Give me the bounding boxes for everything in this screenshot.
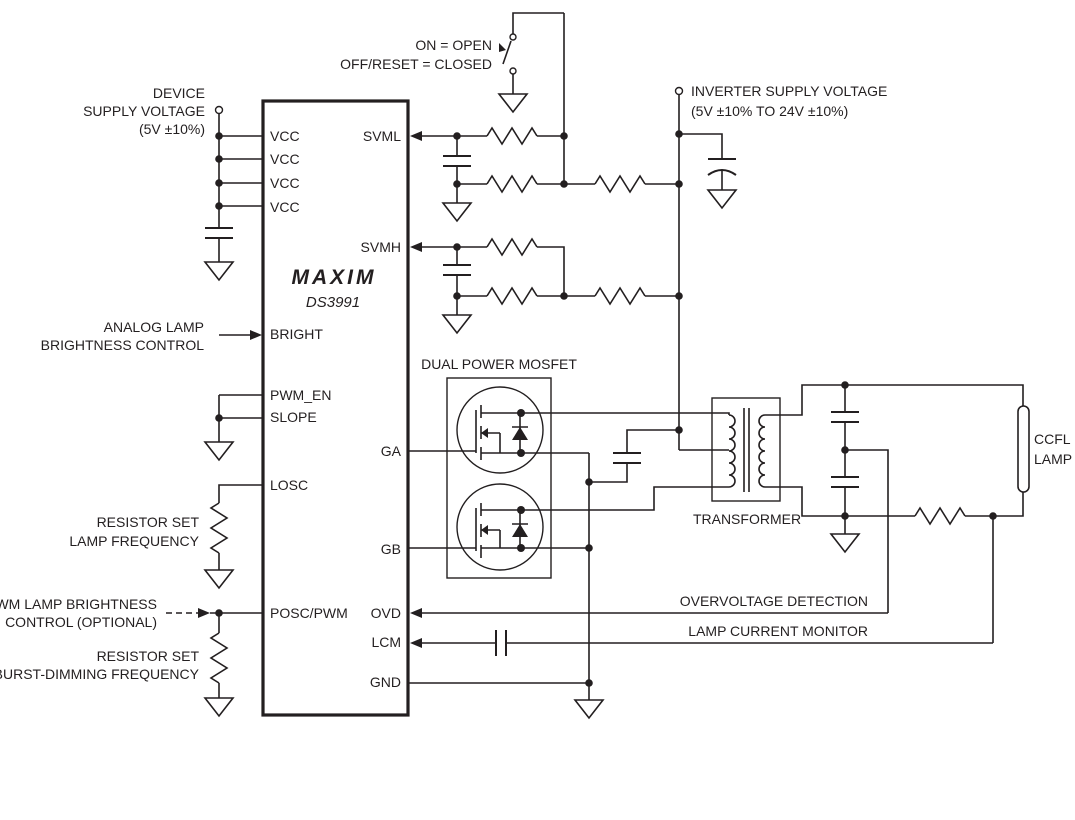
losc-network: RESISTOR SET LAMP FREQUENCY <box>69 484 263 589</box>
ground-icon <box>204 261 234 281</box>
pin-gb: GB <box>381 541 401 557</box>
arrow-icon <box>250 330 262 340</box>
pin-losc: LOSC <box>270 477 308 493</box>
ground-icon <box>204 569 234 589</box>
capacitor-icon <box>443 155 471 167</box>
ccfl-lamp-icon <box>1017 405 1030 493</box>
pwm-lamp-label-2: CONTROL (OPTIONAL) <box>5 614 157 630</box>
svmh-network <box>410 238 679 334</box>
arrow-icon <box>410 242 422 252</box>
dual-power-mosfet: DUAL POWER MOSFET <box>421 356 577 579</box>
drain-wire-lower <box>521 486 712 511</box>
resistor-icon <box>486 238 538 256</box>
ground-icon <box>574 699 604 719</box>
transformer-label: TRANSFORMER <box>693 511 801 527</box>
arrow-icon <box>410 131 422 141</box>
pin-gnd: GND <box>370 674 401 690</box>
pin-svmh: SVMH <box>361 239 401 255</box>
switch-label-1: ON = OPEN <box>415 37 492 53</box>
pin-posc-pwm: POSC/PWM <box>270 605 348 621</box>
on-off-switch: ON = OPEN OFF/RESET = CLOSED <box>340 12 564 113</box>
snubber-capacitor <box>589 429 679 483</box>
analog-lamp-label-1: ANALOG LAMP <box>104 319 204 335</box>
resistor-icon <box>486 287 538 305</box>
mosfet-icon <box>456 386 544 474</box>
resistor-icon <box>914 507 966 525</box>
pin-svml: SVML <box>363 128 401 144</box>
resistor-set-lamp-label-2: LAMP FREQUENCY <box>69 533 199 549</box>
resistor-icon <box>486 175 538 193</box>
capacitor-icon <box>831 411 859 423</box>
pin-lcm: LCM <box>371 634 401 650</box>
supply-terminal <box>674 86 684 96</box>
ground-icon <box>498 93 528 113</box>
ds3991-chip: MAXIM DS3991 VCC VCC VCC VCC BRIGHT PWM_… <box>261 99 410 717</box>
part-number: DS3991 <box>306 294 360 311</box>
ground-icon <box>442 202 472 222</box>
gate-wires <box>408 450 476 549</box>
pin-ovd: OVD <box>371 605 401 621</box>
transformer: TRANSFORMER <box>693 397 801 527</box>
ccfl-label-2: LAMP <box>1034 451 1072 467</box>
dual-mosfet-label: DUAL POWER MOSFET <box>421 356 577 372</box>
supply-terminal <box>214 105 224 115</box>
device-supply-label-2: SUPPLY VOLTAGE <box>83 103 205 119</box>
posc-pwm-network: PWM LAMP BRIGHTNESS CONTROL (OPTIONAL) R… <box>0 596 263 717</box>
lamp-current-label: LAMP CURRENT MONITOR <box>688 623 868 639</box>
ground-icon <box>830 533 860 553</box>
pwm-en-slope-network <box>204 394 263 461</box>
arrow-icon <box>198 608 210 618</box>
resistor-set-burst-label-1: RESISTOR SET <box>97 648 200 664</box>
device-supply-network: DEVICE SUPPLY VOLTAGE (5V ±10%) <box>83 85 263 281</box>
device-supply-label-3: (5V ±10%) <box>139 121 205 137</box>
switch-label-2: OFF/RESET = CLOSED <box>340 56 492 72</box>
ccfl-label-1: CCFL <box>1034 431 1071 447</box>
pin-vcc-2: VCC <box>270 151 300 167</box>
analog-lamp-input: ANALOG LAMP BRIGHTNESS CONTROL <box>41 319 262 353</box>
mosfet-icon <box>456 483 544 571</box>
arrow-icon <box>410 638 422 648</box>
resistor-set-lamp-label-1: RESISTOR SET <box>97 514 200 530</box>
pwm-lamp-label-1: PWM LAMP BRIGHTNESS <box>0 596 157 612</box>
resistor-icon <box>486 127 538 145</box>
resistor-icon <box>210 632 228 684</box>
pin-bright: BRIGHT <box>270 326 323 342</box>
inverter-supply-label-2: (5V ±10% TO 24V ±10%) <box>691 103 848 119</box>
inverter-supply-network: INVERTER SUPPLY VOLTAGE (5V ±10% TO 24V … <box>674 83 887 451</box>
overvoltage-label: OVERVOLTAGE DETECTION <box>680 593 868 609</box>
resistor-set-burst-label-2: BURST-DIMMING FREQUENCY <box>0 666 200 682</box>
analog-lamp-label-2: BRIGHTNESS CONTROL <box>41 337 205 353</box>
pin-ga: GA <box>381 443 402 459</box>
feedback-lines: OVERVOLTAGE DETECTION LAMP CURRENT MONIT… <box>410 593 993 656</box>
inverter-supply-label-1: INVERTER SUPPLY VOLTAGE <box>691 83 887 99</box>
pin-vcc-3: VCC <box>270 175 300 191</box>
ground-icon <box>442 314 472 334</box>
maxim-logo: MAXIM <box>292 266 377 289</box>
resistor-icon <box>594 175 646 193</box>
capacitor-icon <box>831 476 859 488</box>
svml-network <box>410 13 679 222</box>
secondary-network: CCFL LAMP <box>780 381 1072 643</box>
resistor-icon <box>594 287 646 305</box>
bypass-capacitor <box>205 227 233 239</box>
ground-icon <box>707 189 737 209</box>
pin-slope: SLOPE <box>270 409 317 425</box>
capacitor-icon <box>443 264 471 276</box>
pin-pwm-en: PWM_EN <box>270 387 331 403</box>
ground-icon <box>204 441 234 461</box>
ground-icon <box>204 697 234 717</box>
pin-vcc-1: VCC <box>270 128 300 144</box>
device-supply-label-1: DEVICE <box>153 85 205 101</box>
arrow-icon <box>410 608 422 618</box>
pin-vcc-4: VCC <box>270 199 300 215</box>
resistor-icon <box>210 502 228 554</box>
source-wires <box>521 452 589 549</box>
capacitor-icon <box>495 630 507 656</box>
